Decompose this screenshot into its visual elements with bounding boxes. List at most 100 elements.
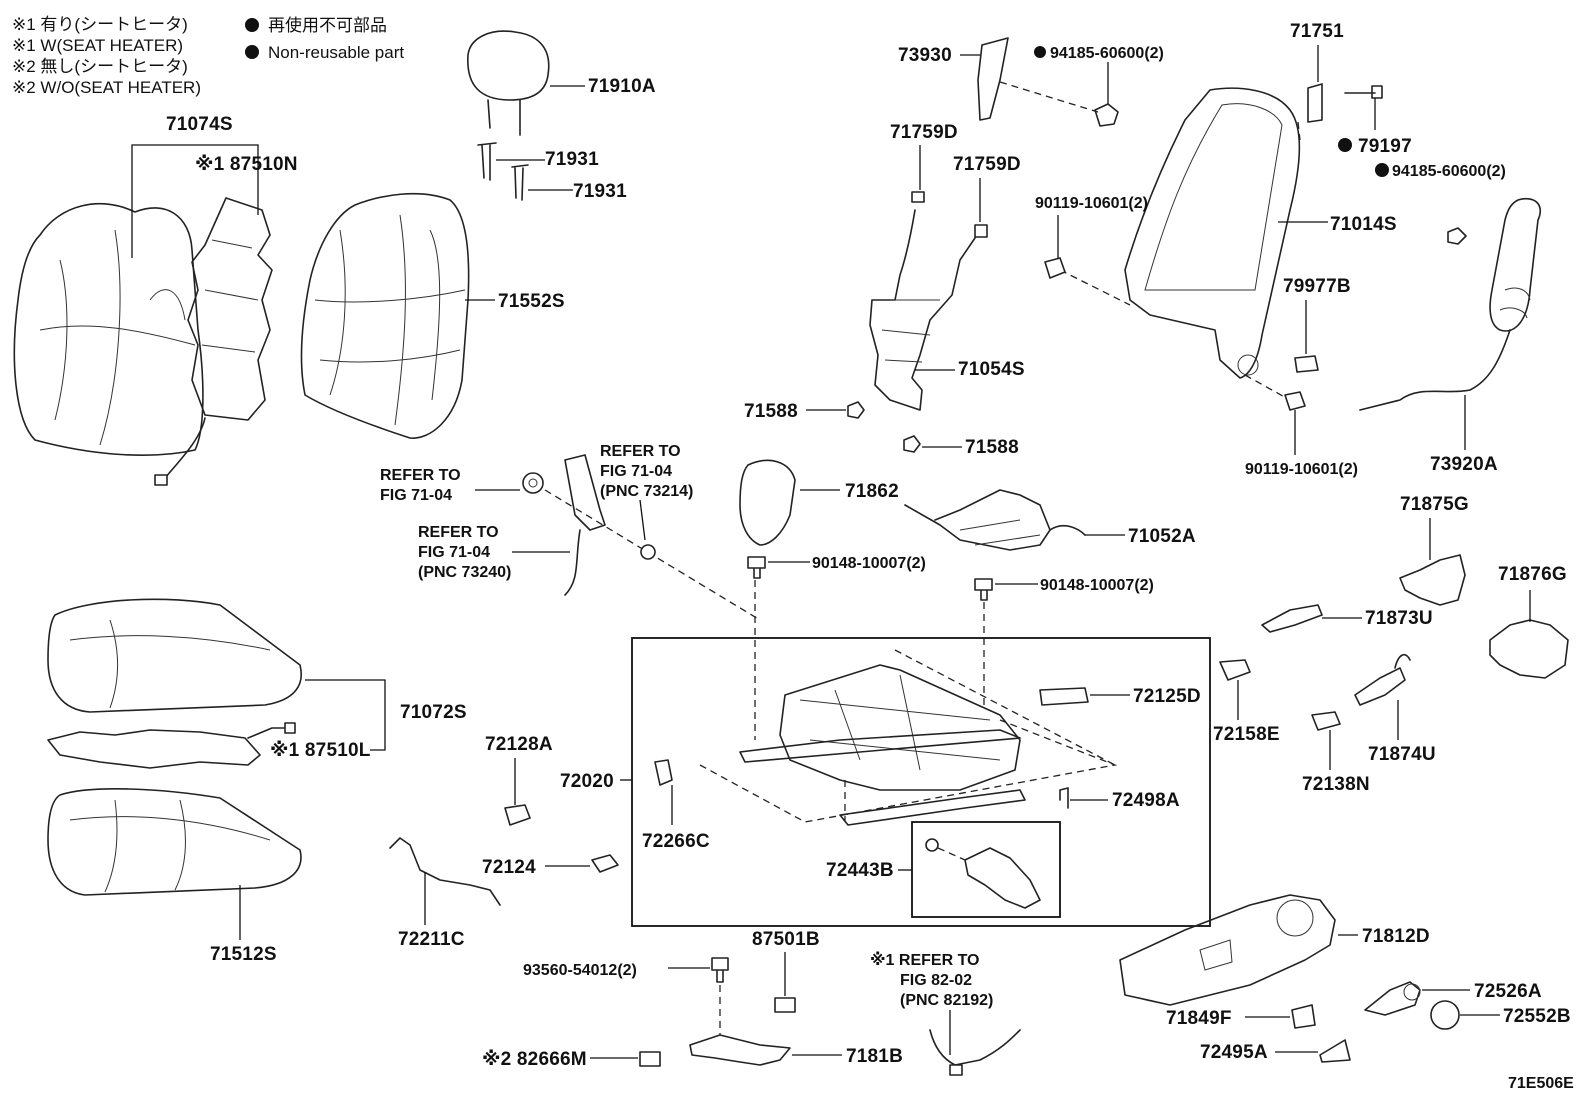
part-72552B[interactable] — [1430, 1000, 1460, 1030]
part-71072S[interactable] — [47, 598, 302, 713]
part-71849F[interactable] — [1291, 1004, 1316, 1029]
label-71552S: 71552S — [498, 291, 565, 312]
part-73920A[interactable] — [1359, 198, 1542, 411]
label-71052A: 71052A — [1128, 526, 1196, 547]
part-87510L[interactable] — [47, 722, 296, 769]
label-72124: 72124 — [482, 857, 536, 878]
part-72498A[interactable] — [1059, 787, 1069, 809]
label-72498A: 72498A — [1112, 790, 1180, 811]
legend-line-1: ※1 有り(シートヒータ) — [12, 15, 188, 34]
part-72138N[interactable] — [1311, 711, 1341, 731]
label-71512S: 71512S — [210, 944, 277, 965]
label-82666M: ※2 82666M — [482, 1049, 587, 1070]
part-seat-belt-buckle[interactable] — [564, 454, 606, 596]
part-71931[interactable] — [477, 142, 529, 201]
label-71759D-a: 71759D — [890, 122, 958, 143]
label-72128A: 72128A — [485, 734, 553, 755]
part-71751[interactable] — [1307, 83, 1323, 123]
seat-adjuster-box — [631, 637, 1211, 927]
label-71875G: 71875G — [1400, 494, 1469, 515]
ref1-line2: FIG 71-04 — [380, 487, 452, 504]
label-72020: 72020 — [560, 771, 614, 792]
part-71052A[interactable] — [904, 489, 1086, 551]
ref4-line2: FIG 82-02 — [900, 972, 972, 989]
label-93560: 93560-54012(2) — [523, 962, 637, 979]
part-72495A[interactable] — [1319, 1039, 1351, 1063]
part-71875G[interactable] — [1399, 554, 1466, 606]
part-71874U[interactable] — [1354, 653, 1411, 706]
part-82666M[interactable] — [639, 1051, 661, 1067]
label-71931-a: 71931 — [545, 149, 599, 170]
label-90119-b: 90119-10601(2) — [1245, 461, 1358, 478]
part-87510N[interactable] — [154, 197, 273, 486]
part-72020-adjuster[interactable] — [739, 664, 1026, 826]
label-71054S: 71054S — [958, 359, 1025, 380]
part-90148[interactable] — [747, 556, 993, 601]
part-71876G[interactable] — [1489, 619, 1569, 679]
leader-ref2 — [639, 499, 646, 541]
ref3-line2: FIG 71-04 — [418, 544, 490, 561]
legend-line-2: ※1 W(SEAT HEATER) — [12, 36, 183, 55]
part-71014S[interactable] — [1124, 87, 1301, 379]
part-72125D[interactable] — [1039, 687, 1089, 706]
label-90148-a: 90148-10007(2) — [812, 555, 926, 572]
part-71588[interactable] — [847, 401, 921, 453]
part-79977B[interactable] — [1294, 355, 1319, 373]
part-71873U[interactable] — [1261, 604, 1323, 633]
label-71759D-b: 71759D — [953, 154, 1021, 175]
part-71862[interactable] — [739, 459, 796, 546]
part-72124[interactable] — [591, 854, 619, 873]
label-71874U: 71874U — [1368, 744, 1436, 765]
part-71512S[interactable] — [47, 788, 302, 896]
part-ref4-harness[interactable] — [929, 1029, 1021, 1076]
label-87510L: ※1 87510L — [270, 740, 371, 761]
ref2-line3: (PNC 73214) — [600, 483, 693, 500]
part-72443B[interactable] — [925, 838, 1041, 909]
label-72158E: 72158E — [1213, 724, 1280, 745]
part-90119[interactable] — [1044, 257, 1306, 411]
legend-nonreusable-jp: 再使用不可部品 — [268, 15, 387, 35]
ref3-line3: (PNC 73240) — [418, 564, 511, 581]
label-71873U: 71873U — [1365, 608, 1433, 629]
part-71074S[interactable] — [13, 203, 204, 456]
part-72266C[interactable] — [654, 759, 673, 786]
ref4-line1: ※1 REFER TO — [870, 951, 980, 969]
part-71552S[interactable] — [300, 192, 470, 439]
part-71759D[interactable] — [911, 191, 988, 238]
diagram-code: 71E506E — [1508, 1075, 1574, 1092]
part-ref1-nut[interactable] — [522, 472, 544, 494]
part-71812D[interactable] — [1119, 894, 1336, 1006]
non-reusable-dot-icon — [1034, 46, 1046, 58]
label-72266C: 72266C — [642, 831, 710, 852]
part-93560-bolt[interactable] — [711, 957, 729, 983]
legend-nonreusable-en: Non-reusable part — [268, 43, 404, 62]
label-71751: 71751 — [1290, 21, 1344, 42]
part-71054S[interactable] — [869, 209, 976, 411]
label-72495A: 72495A — [1200, 1042, 1268, 1063]
part-ref2-ring[interactable] — [640, 544, 656, 560]
label-72125D: 72125D — [1133, 686, 1201, 707]
part-7181B[interactable] — [689, 1034, 791, 1066]
part-72128A[interactable] — [504, 804, 531, 826]
non-reusable-dot-icon — [245, 45, 259, 59]
part-72211C[interactable] — [389, 837, 501, 906]
label-71588-a: 71588 — [744, 401, 798, 422]
label-72526A: 72526A — [1474, 981, 1542, 1002]
label-73920A: 73920A — [1430, 454, 1498, 475]
part-73930[interactable] — [977, 37, 1119, 127]
part-87501B[interactable] — [774, 997, 796, 1013]
72443B-box — [911, 821, 1061, 918]
non-reusable-dot-icon — [1338, 138, 1352, 152]
label-94185-a: 94185-60600(2) — [1050, 45, 1164, 62]
part-72158E[interactable] — [1219, 659, 1251, 681]
label-71931-b: 71931 — [573, 181, 627, 202]
part-71910A[interactable] — [467, 30, 550, 136]
label-7181B: 7181B — [846, 1046, 903, 1067]
label-87510N: ※1 87510N — [195, 154, 298, 175]
ref1-line1: REFER TO — [380, 467, 461, 484]
label-94185-b: 94185-60600(2) — [1392, 163, 1506, 180]
part-72526A[interactable] — [1364, 981, 1421, 1016]
part-79197[interactable] — [1344, 85, 1383, 99]
label-79977B: 79977B — [1283, 276, 1351, 297]
